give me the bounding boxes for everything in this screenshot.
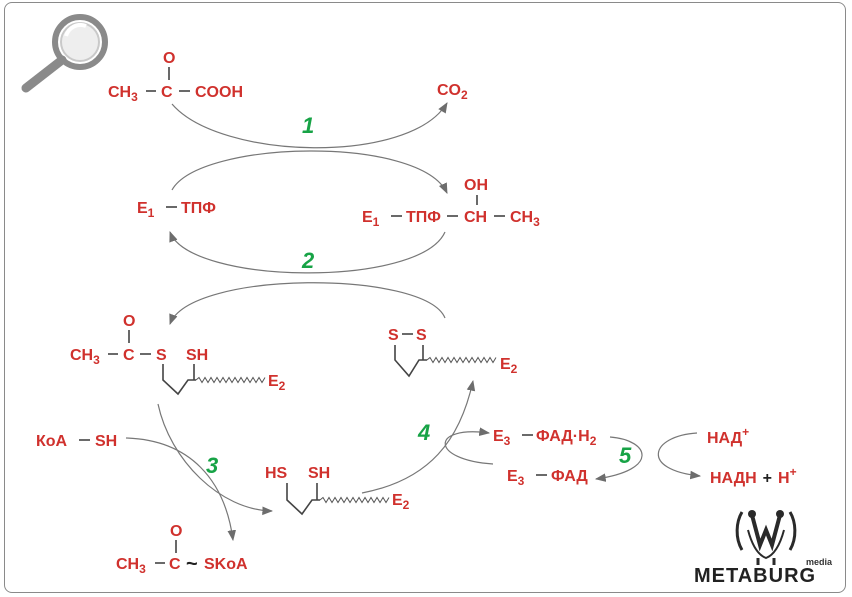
koa-sh: КоА SH xyxy=(36,433,117,450)
oxidized-lipoamide: S S E2 xyxy=(388,327,518,378)
svg-text:CH: CH xyxy=(464,209,487,226)
svg-text:CH3: CH3 xyxy=(510,209,540,229)
svg-text:HS: HS xyxy=(265,465,288,482)
svg-text:ФАД·Н2: ФАД·Н2 xyxy=(536,428,597,448)
arrow-fad-to-fadh2 xyxy=(444,427,494,465)
svg-text:CH3: CH3 xyxy=(70,347,100,367)
diagram-frame xyxy=(4,2,846,593)
svg-text:КоА: КоА xyxy=(36,433,68,450)
svg-text:C: C xyxy=(123,347,135,364)
svg-text:ТПФ: ТПФ xyxy=(181,200,216,217)
arrow-nad-to-nadh xyxy=(657,432,702,480)
pyruvate-c: C xyxy=(161,84,173,101)
acetyl-coa: O CH3 C ~ SKoA xyxy=(116,523,248,576)
svg-text:CH3: CH3 xyxy=(116,556,146,576)
svg-text:E3: E3 xyxy=(493,428,511,448)
arrow-pyruvate-to-co2 xyxy=(171,102,448,149)
svg-text:SH: SH xyxy=(95,433,117,450)
lipoyl-chain xyxy=(394,345,427,378)
protein-chain xyxy=(426,356,497,364)
pyruvate-cooh: COOH xyxy=(195,84,243,101)
magnifier-icon xyxy=(21,14,108,93)
protein-chain xyxy=(319,496,390,504)
step-3: 3 xyxy=(206,453,218,478)
step-1: 1 xyxy=(302,113,314,138)
svg-text:E1: E1 xyxy=(362,209,380,229)
reaction-arrows xyxy=(125,102,702,542)
protein-chain xyxy=(195,376,266,384)
nad-plus: НАД+ xyxy=(707,425,749,447)
arrow-acetyl-to-dihydro xyxy=(157,403,274,516)
arrow-koa-to-acetylcoa xyxy=(125,437,236,542)
svg-text:ФАД: ФАД xyxy=(551,468,588,485)
e1-tpf: E1 ТПФ xyxy=(137,200,216,220)
arrow-hydroxyethyl-to-e1 xyxy=(169,230,446,274)
svg-text:E2: E2 xyxy=(500,356,518,376)
svg-text:E3: E3 xyxy=(507,468,525,488)
lipoyl-chain xyxy=(286,483,320,516)
arrow-e1-to-hydroxyethyl xyxy=(171,150,448,194)
svg-text:S: S xyxy=(388,327,399,344)
svg-text:E1: E1 xyxy=(137,200,155,220)
svg-text:SKoA: SKoA xyxy=(204,556,248,573)
e3-fadh2: E3 ФАД·Н2 xyxy=(493,428,597,448)
svg-text:O: O xyxy=(123,313,135,330)
e3-fad: E3 ФАД xyxy=(507,468,588,488)
svg-text:SH: SH xyxy=(186,347,208,364)
co2: CO2 xyxy=(437,82,468,102)
step-4: 4 xyxy=(417,420,430,445)
svg-text:E2: E2 xyxy=(392,492,410,512)
svg-text:S: S xyxy=(156,347,167,364)
svg-text:SH: SH xyxy=(308,465,330,482)
svg-text:E2: E2 xyxy=(268,373,286,393)
step-2: 2 xyxy=(301,248,315,273)
logo-figure-icon xyxy=(735,510,797,565)
dihydrolipoamide: HS SH E2 xyxy=(265,465,410,516)
nadh-h-plus: НАДН+Н+ xyxy=(710,465,797,487)
svg-text:S: S xyxy=(416,327,427,344)
logo-name: METABURG xyxy=(694,565,816,587)
svg-text:ТПФ: ТПФ xyxy=(406,209,441,226)
acetyl-lipoamide: O CH3 C S SH E2 xyxy=(70,313,286,396)
pyruvate: O CH3 C COOH xyxy=(108,50,243,104)
pyruvate-ch3: CH3 xyxy=(108,84,138,104)
svg-text:OH: OH xyxy=(464,177,488,194)
arrow-dihydro-to-oxidized xyxy=(361,379,476,494)
thioester-bond: ~ xyxy=(186,553,198,575)
step-5: 5 xyxy=(619,443,632,468)
arrow-fadh2-to-fad xyxy=(594,436,643,482)
arrow-lipoamide-to-acetyl xyxy=(169,282,446,326)
pyruvate-o: O xyxy=(163,50,175,67)
hydroxyethyl-tpf: OH E1 ТПФ CH CH3 xyxy=(362,177,540,229)
lipoyl-chain xyxy=(162,364,196,396)
metaburg-logo: media METABURG xyxy=(694,510,833,587)
svg-text:O: O xyxy=(170,523,182,540)
logo-media: media xyxy=(806,557,833,567)
svg-text:C: C xyxy=(169,556,181,573)
